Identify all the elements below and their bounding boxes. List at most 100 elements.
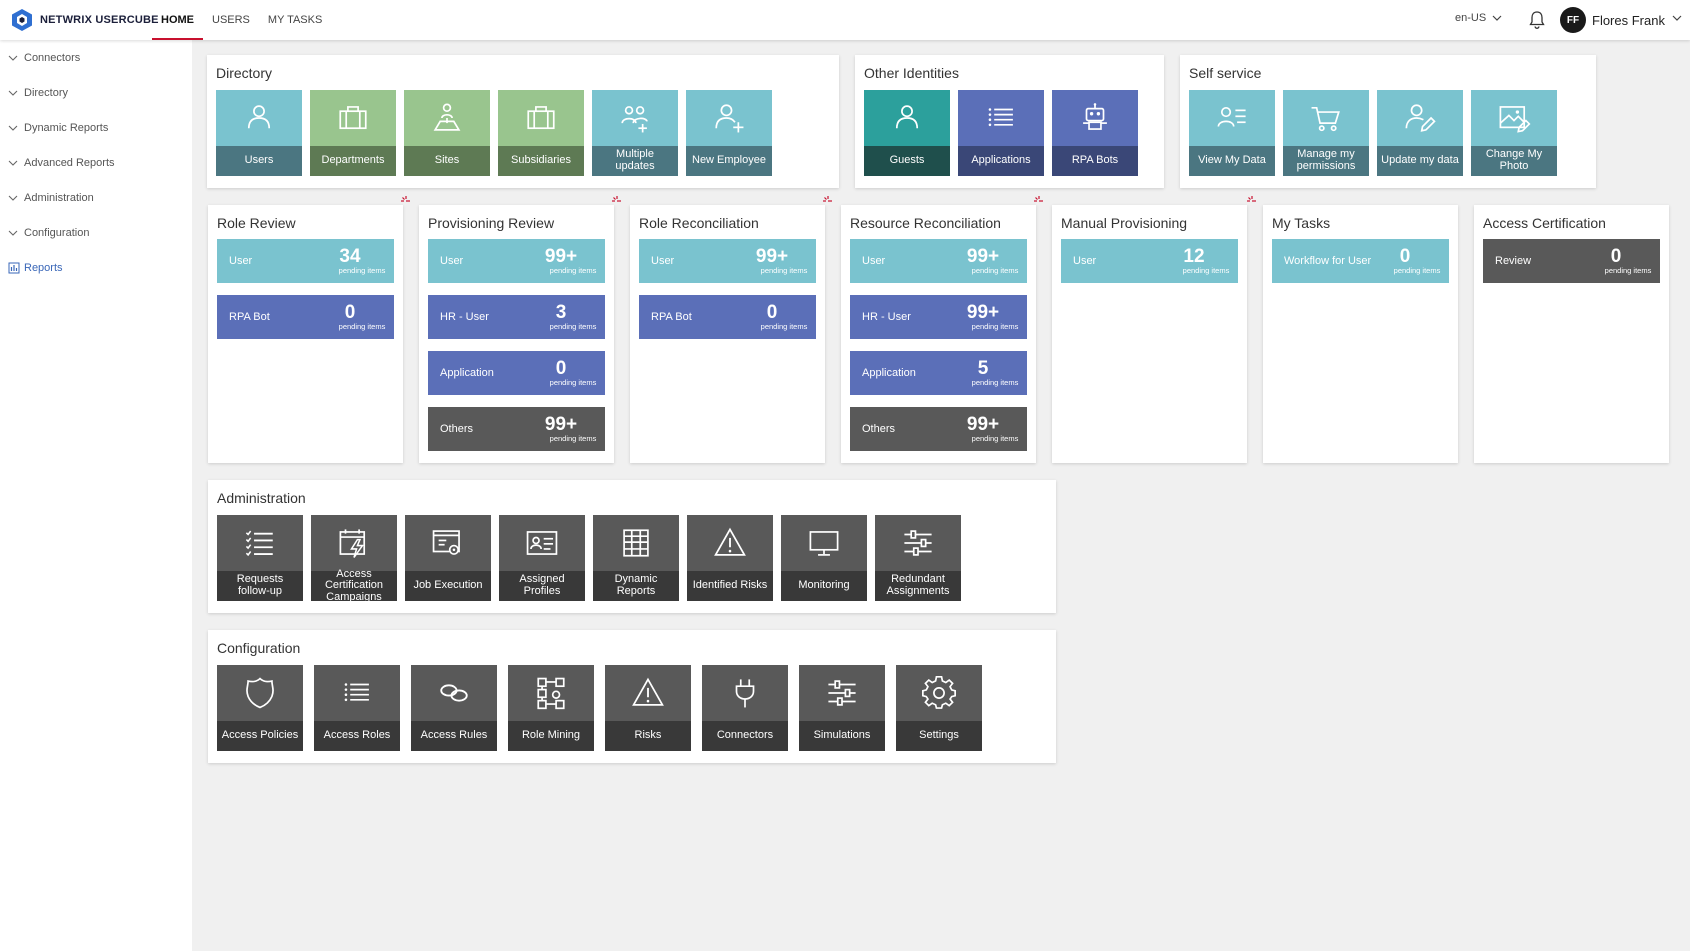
tile-change-my-photo[interactable]: Change My Photo: [1471, 90, 1557, 176]
cart-icon: [1310, 106, 1340, 132]
user-list-icon: [1217, 106, 1247, 128]
avatar[interactable]: FF: [1560, 7, 1586, 33]
language-selector[interactable]: en-US: [1455, 12, 1502, 24]
tile-assigned-profiles[interactable]: Assigned Profiles: [499, 515, 585, 601]
self-service-title: Self service: [1189, 65, 1262, 81]
pending-count: 0: [1610, 246, 1622, 267]
tile-departments[interactable]: Departments: [310, 90, 396, 176]
tile-label: Access Roles: [314, 721, 400, 751]
pending-count: 99+: [755, 246, 789, 267]
tile-sites[interactable]: Sites: [404, 90, 490, 176]
sidebar-item-configuration[interactable]: Configuration: [0, 215, 192, 250]
tile-label: Change My Photo: [1471, 146, 1557, 176]
administration-title: Administration: [217, 490, 306, 506]
tile-label: Identified Risks: [687, 571, 773, 601]
pending-count: 34: [339, 246, 361, 267]
sidebar-item-label: Configuration: [24, 226, 90, 239]
tile-update-my-data[interactable]: Update my data: [1377, 90, 1463, 176]
tile-access-certification-campaigns[interactable]: Access Certification Campaigns: [311, 515, 397, 603]
sidebar-item-directory[interactable]: Directory: [0, 75, 192, 110]
tile-label: RPA Bots: [1052, 146, 1138, 176]
tile-label: Update my data: [1377, 146, 1463, 176]
pending-label: pending items: [971, 434, 1019, 443]
tile-access-rules[interactable]: Access Rules: [411, 665, 497, 751]
pending-count: 99+: [966, 302, 1000, 323]
main-nav: HOME USERS MY TASKS: [152, 0, 331, 40]
tile-access-policies[interactable]: Access Policies: [217, 665, 303, 751]
tile-rpa-bots[interactable]: RPA Bots: [1052, 90, 1138, 176]
nav-my-tasks[interactable]: MY TASKS: [267, 14, 323, 26]
bell-icon[interactable]: [1528, 10, 1546, 30]
id-card-icon: [526, 531, 558, 555]
nav-users[interactable]: USERS: [212, 14, 250, 26]
tile-guests[interactable]: Guests: [864, 90, 950, 176]
tile-label: Simulations: [799, 721, 885, 751]
tile-multiple-updates[interactable]: Multiple updates: [592, 90, 678, 176]
sidebar-item-administration[interactable]: Administration: [0, 180, 192, 215]
pending-label: pending items: [1604, 266, 1652, 275]
pending-label: pending items: [549, 266, 597, 275]
tile-job-execution[interactable]: Job Execution: [405, 515, 491, 601]
link-icon: [440, 684, 468, 702]
tile-label: Users: [216, 146, 302, 176]
pending-label: pending items: [549, 434, 597, 443]
tile-settings[interactable]: Settings: [896, 665, 982, 751]
sidebar-item-reports[interactable]: Reports: [0, 250, 192, 285]
sidebar-item-advanced-reports[interactable]: Advanced Reports: [0, 145, 192, 180]
pending-count: 99+: [966, 414, 1000, 435]
tile-requests-follow-up[interactable]: Requests follow-up: [217, 515, 303, 601]
tile-monitoring[interactable]: Monitoring: [781, 515, 867, 601]
tile-access-roles[interactable]: Access Roles: [314, 665, 400, 751]
tile-applications[interactable]: Applications: [958, 90, 1044, 176]
tile-simulations[interactable]: Simulations: [799, 665, 885, 751]
tile-manage-my-permissions[interactable]: Manage my permissions: [1283, 90, 1369, 176]
language-value: en-US: [1455, 12, 1487, 24]
sidebar-item-dynamic-reports[interactable]: Dynamic Reports: [0, 110, 192, 145]
hierarchy-icon: [537, 677, 565, 710]
tile-label: Access Rules: [411, 721, 497, 751]
card-title: Role Review: [217, 215, 296, 231]
tile-new-employee[interactable]: New Employee: [686, 90, 772, 176]
review-item-label: Review: [1495, 255, 1532, 267]
tile-role-mining[interactable]: Role Mining: [508, 665, 594, 751]
tile-redundant-assignments[interactable]: Redundant Assignments: [875, 515, 961, 601]
sidebar-item-label: Administration: [24, 191, 94, 204]
chevron-down-icon: [1492, 15, 1502, 21]
review-item-label: User: [651, 255, 675, 267]
tile-users[interactable]: Users: [216, 90, 302, 176]
nav-home[interactable]: HOME: [152, 0, 203, 40]
logo[interactable]: NETWRIX USERCUBE: [10, 8, 159, 32]
tile-view-my-data[interactable]: View My Data: [1189, 90, 1275, 176]
tile-connectors[interactable]: Connectors: [702, 665, 788, 751]
review-item-label: User: [229, 255, 253, 267]
tile-subsidiaries[interactable]: Subsidiaries: [498, 90, 584, 176]
user-menu-chevron-icon[interactable]: [1672, 12, 1682, 26]
brand-name: NETWRIX USERCUBE: [40, 14, 159, 26]
user-name[interactable]: Flores Frank: [1592, 13, 1665, 28]
tile-label: Sites: [404, 146, 490, 176]
tile-dynamic-reports[interactable]: Dynamic Reports: [593, 515, 679, 601]
tile-identified-risks[interactable]: Identified Risks: [687, 515, 773, 601]
tile-label: Redundant Assignments: [875, 571, 961, 601]
review-item-label: Workflow for User: [1284, 255, 1372, 267]
sidebar-item-connectors[interactable]: Connectors: [0, 40, 192, 75]
card-title: Access Certification: [1483, 215, 1606, 231]
review-item-label: HR - User: [862, 311, 911, 323]
tile-risks[interactable]: Risks: [605, 665, 691, 751]
